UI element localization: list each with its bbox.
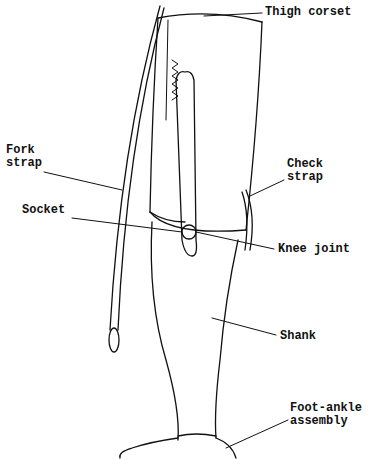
ankle-line [178,434,216,436]
part-label: Shank [280,330,360,343]
foot-top [120,438,178,458]
part-label: Thigh corset [265,6,385,19]
shank-right [216,240,239,438]
leader-line [226,420,288,448]
part-label: Fork strap [6,144,58,170]
knee-joint [182,225,196,239]
fork-strap-end [109,328,119,352]
leader-line [212,318,276,335]
leader-line [250,180,284,196]
part-label: Knee joint [278,243,378,256]
shank-left [151,222,178,440]
leader-line [44,172,122,190]
corset-lace-edge [166,20,168,120]
part-label: Check strap [287,158,347,184]
part-label: Foot-ankle assembly [290,402,372,428]
check-strap-edge [242,192,247,250]
fork-strap-edge [118,8,164,330]
leader-line [204,13,262,16]
knee-line [150,212,246,231]
part-label: Socket [22,204,82,217]
leader-line [196,232,274,249]
leader-line [72,218,182,232]
corset-top [158,14,262,22]
